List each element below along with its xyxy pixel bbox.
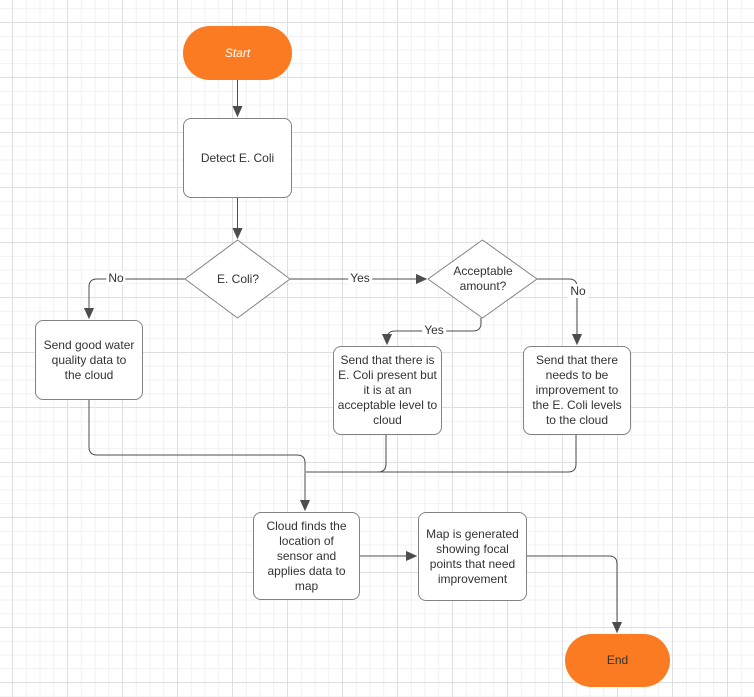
detect-ecoli-node: Detect E. Coli <box>183 118 292 198</box>
edge-ecoli-no-to-good-water <box>89 278 185 318</box>
edge-acceptable-level-merge <box>360 435 387 473</box>
needs-improvement-node: Send that there needs to be improvement … <box>523 346 631 435</box>
edge-label-acceptable-no: No <box>568 284 588 298</box>
map-generated-node: Map is generated showing focal points th… <box>418 512 527 601</box>
cloud-location-node: Cloud finds the location of sensor and a… <box>253 512 360 600</box>
edge-label-acceptable-yes: Yes <box>422 323 446 337</box>
edge-map-to-end <box>527 555 617 632</box>
edge-label-ecoli-no: No <box>106 271 126 285</box>
end-node: End <box>565 634 670 687</box>
start-node: Start <box>183 26 292 80</box>
acceptable-level-node: Send that there is E. Coli present but i… <box>333 346 442 435</box>
decision-ecoli-shape <box>184 239 291 319</box>
edge-label-ecoli-yes: Yes <box>348 271 372 285</box>
decision-acceptable-shape <box>427 239 538 319</box>
edge-needs-improvement-merge <box>306 435 577 473</box>
edge-good-water-to-cloud-location <box>88 400 305 510</box>
decision-ecoli-label: E. Coli? <box>216 271 260 286</box>
decision-acceptable-label: Acceptable amount? <box>453 264 513 293</box>
good-water-node: Send good water quality data to the clou… <box>35 320 143 400</box>
